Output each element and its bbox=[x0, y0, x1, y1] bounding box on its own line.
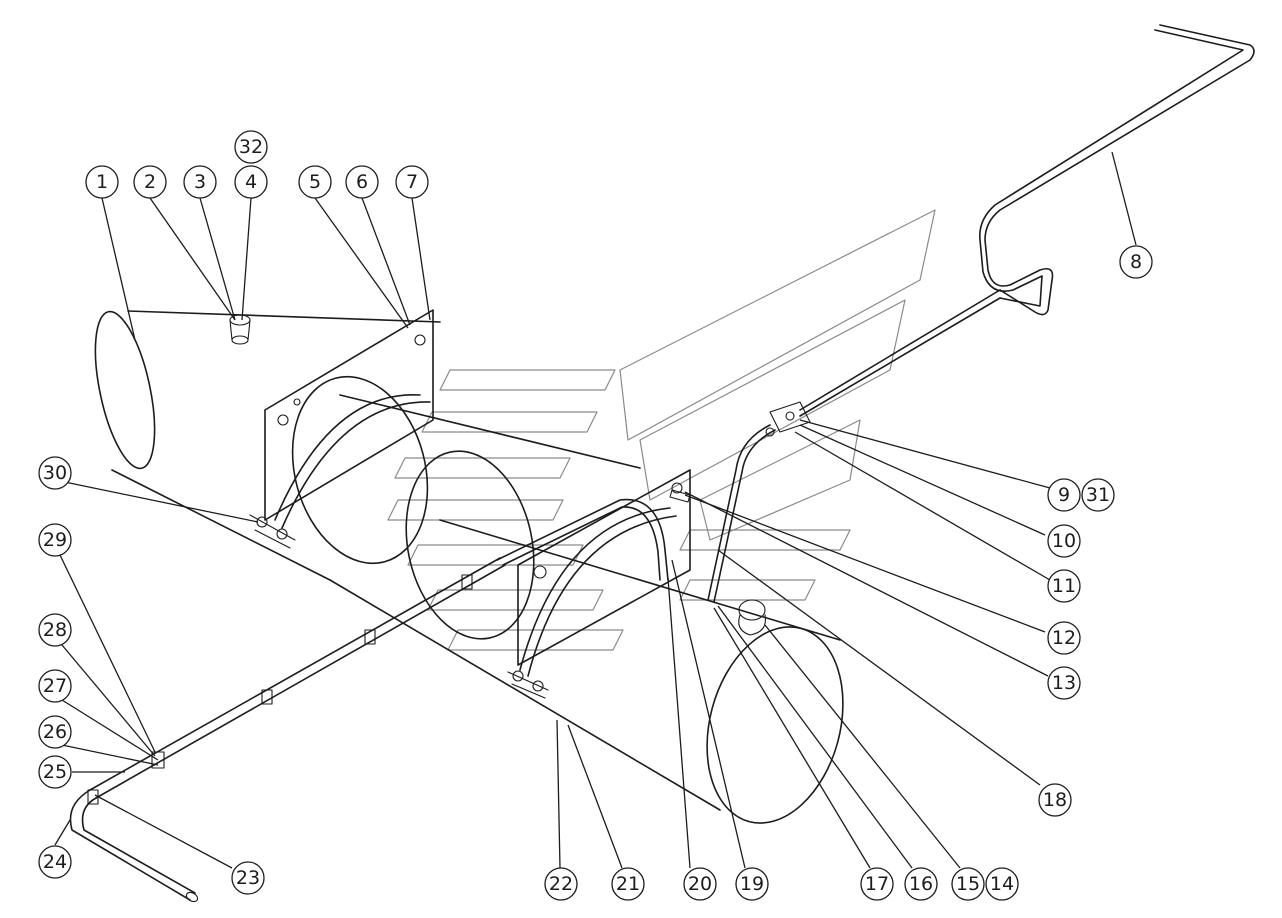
callout-label-11: 11 bbox=[1052, 575, 1076, 597]
callout-1: 1 bbox=[85, 165, 119, 199]
callout-23: 23 bbox=[231, 861, 265, 895]
callout-label-32: 32 bbox=[239, 136, 263, 158]
pipe-clips bbox=[87, 574, 473, 805]
bracket-plate-upper bbox=[264, 309, 434, 521]
callout-30: 30 bbox=[38, 456, 72, 490]
strap-clamps bbox=[249, 394, 677, 699]
callout-label-15: 15 bbox=[956, 873, 980, 895]
callout-label-24: 24 bbox=[43, 851, 67, 873]
fuel-line-return-loop bbox=[496, 498, 669, 581]
callout-label-6: 6 bbox=[356, 171, 368, 193]
callout-10: 10 bbox=[1047, 524, 1081, 558]
hose-fitting bbox=[669, 489, 691, 503]
callout-label-26: 26 bbox=[43, 721, 67, 743]
callout-26: 26 bbox=[38, 715, 72, 749]
callout-13: 13 bbox=[1047, 666, 1081, 700]
fuel-tank-lower bbox=[329, 394, 844, 824]
callout-24: 24 bbox=[38, 845, 72, 879]
callout-label-23: 23 bbox=[236, 867, 260, 889]
filler-neck bbox=[229, 314, 251, 345]
callout-32: 32 bbox=[234, 130, 268, 164]
callout-label-19: 19 bbox=[740, 873, 764, 895]
callout-16: 16 bbox=[904, 867, 938, 901]
valve-block bbox=[765, 401, 811, 437]
callout-2: 2 bbox=[133, 165, 167, 199]
callout-label-28: 28 bbox=[43, 619, 67, 641]
fuel-tank-upper bbox=[94, 310, 441, 581]
callout-19: 19 bbox=[735, 867, 769, 901]
callout-17: 17 bbox=[860, 867, 894, 901]
callout-label-3: 3 bbox=[194, 171, 206, 193]
callout-25: 25 bbox=[38, 755, 72, 789]
callout-7: 7 bbox=[395, 165, 429, 199]
callout-label-30: 30 bbox=[43, 462, 67, 484]
callout-label-18: 18 bbox=[1043, 789, 1067, 811]
fuel-line-long bbox=[799, 24, 1255, 417]
watermark-logo bbox=[387, 209, 936, 651]
callout-label-14: 14 bbox=[990, 873, 1014, 895]
callout-label-16: 16 bbox=[909, 873, 933, 895]
callout-29: 29 bbox=[38, 523, 72, 557]
callout-label-8: 8 bbox=[1130, 251, 1142, 273]
callout-label-20: 20 bbox=[688, 873, 712, 895]
callout-15: 15 bbox=[951, 867, 985, 901]
callout-21: 21 bbox=[611, 867, 645, 901]
callout-18: 18 bbox=[1038, 783, 1072, 817]
callout-27: 27 bbox=[38, 669, 72, 703]
callout-9: 9 bbox=[1047, 478, 1081, 512]
callout-22: 22 bbox=[544, 867, 578, 901]
leader-lines bbox=[54, 151, 1137, 869]
callout-label-5: 5 bbox=[309, 171, 321, 193]
callout-14: 14 bbox=[985, 867, 1019, 901]
callout-12: 12 bbox=[1047, 621, 1081, 655]
callout-label-7: 7 bbox=[406, 171, 418, 193]
callout-label-31: 31 bbox=[1086, 484, 1110, 506]
callout-label-1: 1 bbox=[96, 171, 108, 193]
callout-label-12: 12 bbox=[1052, 627, 1076, 649]
callout-label-22: 22 bbox=[549, 873, 573, 895]
fuel-line-vertical bbox=[707, 424, 776, 603]
callout-4: 4 bbox=[234, 165, 268, 199]
callout-label-4: 4 bbox=[245, 171, 257, 193]
callout-5: 5 bbox=[298, 165, 332, 199]
callout-label-2: 2 bbox=[144, 171, 156, 193]
callout-31: 31 bbox=[1081, 478, 1115, 512]
callout-6: 6 bbox=[345, 165, 379, 199]
bracket-plate-lower bbox=[517, 469, 691, 666]
callout-label-17: 17 bbox=[865, 873, 889, 895]
callout-label-13: 13 bbox=[1052, 672, 1076, 694]
callout-20: 20 bbox=[683, 867, 717, 901]
callout-label-21: 21 bbox=[616, 873, 640, 895]
callout-8: 8 bbox=[1119, 245, 1153, 279]
callout-label-29: 29 bbox=[43, 529, 67, 551]
callout-11: 11 bbox=[1047, 569, 1081, 603]
callout-3: 3 bbox=[183, 165, 217, 199]
callout-label-9: 9 bbox=[1058, 484, 1070, 506]
callout-label-25: 25 bbox=[43, 761, 67, 783]
callout-label-10: 10 bbox=[1052, 530, 1076, 552]
callouts: 1 2 3 4 32 5 6 7 8 9 31 10 11 12 13 18 3… bbox=[38, 130, 1153, 901]
callout-28: 28 bbox=[38, 613, 72, 647]
callout-label-27: 27 bbox=[43, 675, 67, 697]
level-sender bbox=[738, 599, 766, 636]
